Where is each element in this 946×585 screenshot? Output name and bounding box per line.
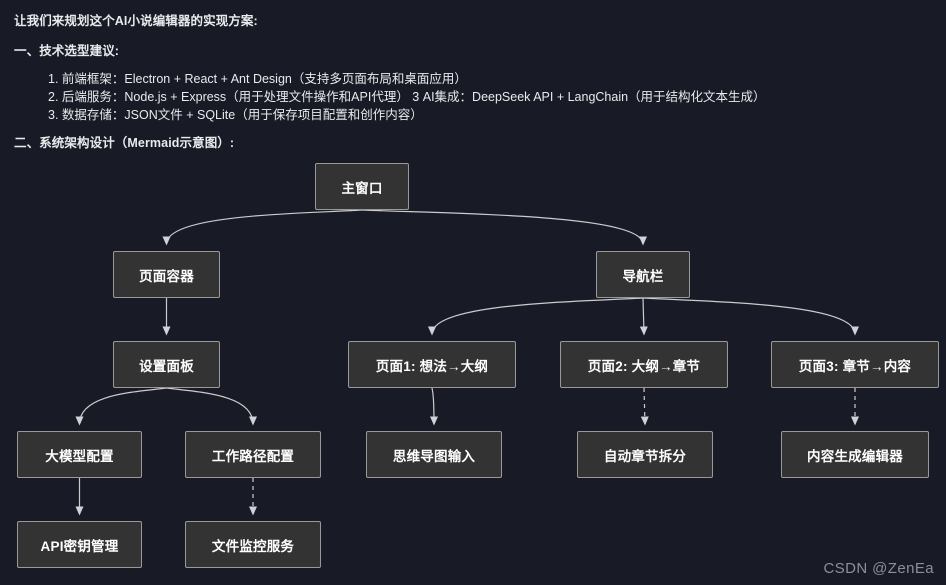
diagram-node-navbar: 导航栏 — [596, 251, 690, 298]
diagram-node-model: 大模型配置 — [17, 431, 142, 478]
node-label: 大模型配置 — [45, 448, 114, 464]
spacer — [14, 62, 932, 70]
edge-navbar-to-page2 — [639, 297, 648, 336]
diagram-node-page1: 页面1: 想法→大纲 — [348, 341, 516, 388]
diagram-node-pagec: 页面容器 — [113, 251, 220, 298]
diagram-node-autosplit: 自动章节拆分 — [577, 431, 713, 478]
node-label: 思维导图输入 — [392, 448, 476, 464]
edge-navbar-to-page3 — [642, 297, 859, 336]
edge-page2-to-autosplit — [640, 387, 649, 426]
section-2-heading: 二、系统架构设计（Mermaid示意图）: — [14, 136, 235, 150]
node-label: API密钥管理 — [40, 538, 119, 554]
node-label: 页面1: 想法→大纲 — [375, 358, 489, 374]
answer-text-block: 让我们来规划这个AI小说编辑器的实现方案: 一、技术选型建议: 1. 前端框架：… — [0, 0, 946, 154]
csdn-watermark: CSDN @ZenEa — [823, 560, 934, 577]
node-label: 页面3: 章节→内容 — [798, 358, 912, 374]
node-label: 主窗口 — [341, 180, 383, 196]
list-item: 3. 数据存储：JSON文件 + SQLite（用于保存项目配置和创作内容） — [48, 108, 423, 122]
diagram-edge-layer — [75, 209, 859, 516]
diagram-node-mindmap: 思维导图输入 — [366, 431, 502, 478]
list-item: 1. 前端框架：Electron + React + Ant Design（支持… — [48, 72, 467, 86]
node-label: 文件监控服务 — [211, 538, 295, 554]
intro-title: 让我们来规划这个AI小说编辑器的实现方案: — [14, 14, 258, 28]
diagram-node-workpath: 工作路径配置 — [185, 431, 321, 478]
edge-navbar-to-page1 — [428, 297, 644, 336]
diagram-node-apikey: API密钥管理 — [17, 521, 142, 568]
edge-settings-to-workpath — [166, 387, 257, 426]
diagram-node-editor: 内容生成编辑器 — [781, 431, 929, 478]
list-item: 2. 后端服务：Node.js + Express（用于处理文件操作和API代理… — [48, 90, 766, 104]
node-label: 工作路径配置 — [211, 448, 295, 464]
spacer — [14, 124, 932, 132]
node-label: 页面2: 大纲→章节 — [587, 358, 701, 374]
section-1-heading: 一、技术选型建议: — [14, 44, 120, 58]
node-label: 导航栏 — [622, 268, 664, 284]
node-label: 内容生成编辑器 — [807, 448, 903, 464]
edge-settings-to-model — [75, 387, 167, 426]
edge-page1-to-mindmap — [429, 387, 438, 426]
edge-main-to-pagec — [162, 209, 363, 246]
diagram-node-page2: 页面2: 大纲→章节 — [560, 341, 728, 388]
diagram-node-settings: 设置面板 — [113, 341, 220, 388]
spacer — [14, 32, 932, 40]
node-label: 自动章节拆分 — [603, 448, 687, 464]
node-label: 页面容器 — [139, 268, 194, 284]
diagram-node-filewatch: 文件监控服务 — [185, 521, 321, 568]
diagram-node-page3: 页面3: 章节→内容 — [771, 341, 939, 388]
diagram-node-main: 主窗口 — [315, 163, 409, 210]
tech-list: 1. 前端框架：Electron + React + Ant Design（支持… — [14, 70, 932, 124]
edge-main-to-navbar — [361, 209, 647, 246]
architecture-diagram: 主窗口页面容器 导航栏设置面板 页面1: 想法→大纲 页面2: 大纲→章节 页面3: 章… — [0, 148, 946, 585]
node-label: 设置面板 — [139, 358, 194, 374]
